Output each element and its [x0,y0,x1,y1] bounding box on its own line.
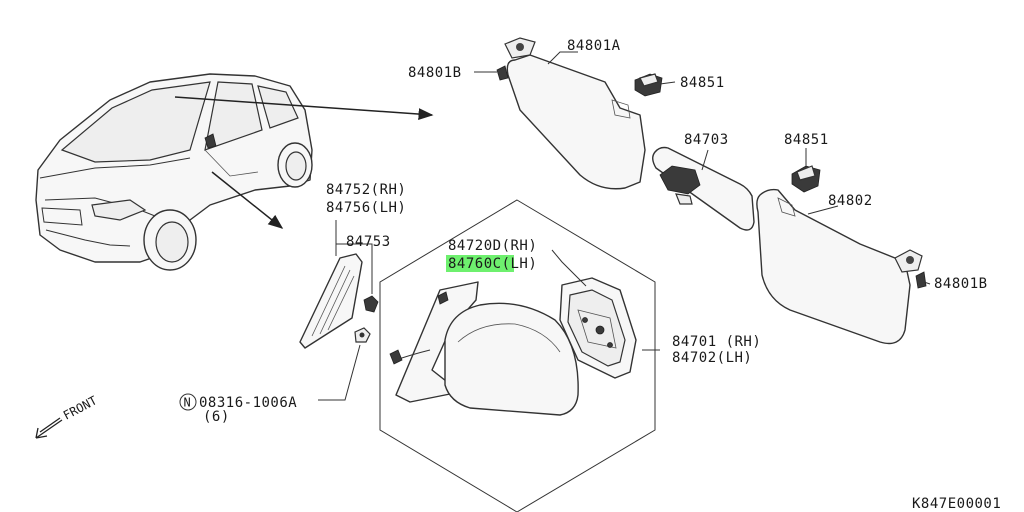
label-84701: 84701 (RH) [672,334,761,350]
n-symbol-text: N [184,396,191,410]
label-84753: 84753 [346,234,391,250]
arrow-to-visor [174,96,434,121]
label-84760C: 84760C(LH) [448,256,537,272]
highlight-84760C [446,255,514,272]
diagram-code: K847E00001 [912,496,1001,512]
label-84752: 84752(RH) [326,182,406,198]
label-84801A: 84801A [567,38,621,54]
door-mirror-assembly [389,281,579,416]
label-84703: 84703 [684,132,729,148]
pillar-trim [299,253,363,349]
sun-visor-84801A [496,37,646,190]
door-mirror-group-outline [379,199,656,512]
clip-84851-top [634,73,663,97]
label-84720D: 84720D(RH) [448,238,537,254]
label-84801B-right: 84801B [934,276,988,292]
car-illustration [35,73,313,271]
front-label: FRONT [61,393,99,422]
front-direction-indicator: FRONT [35,393,99,439]
label-84756: 84756(LH) [326,200,406,216]
mirror-glass [559,277,637,379]
room-mirror-84703 [652,146,755,231]
arrow-to-pillar [211,171,284,229]
front-arrow-icon [35,419,63,439]
clip-84753 [363,295,379,313]
label-84802: 84802 [828,193,873,209]
sun-visor-84802 [756,188,927,345]
label-84851-right: 84851 [784,132,829,148]
nut-08316 [354,327,371,343]
n-symbol-icon [179,393,197,411]
label-84702: 84702(LH) [672,350,752,366]
label-08316-qty: (6) [203,409,230,425]
label-08316: 08316-1006A [199,395,297,411]
label-84801B-top: 84801B [408,65,462,81]
clip-84851-right [791,165,821,193]
label-84851-top: 84851 [680,75,725,91]
